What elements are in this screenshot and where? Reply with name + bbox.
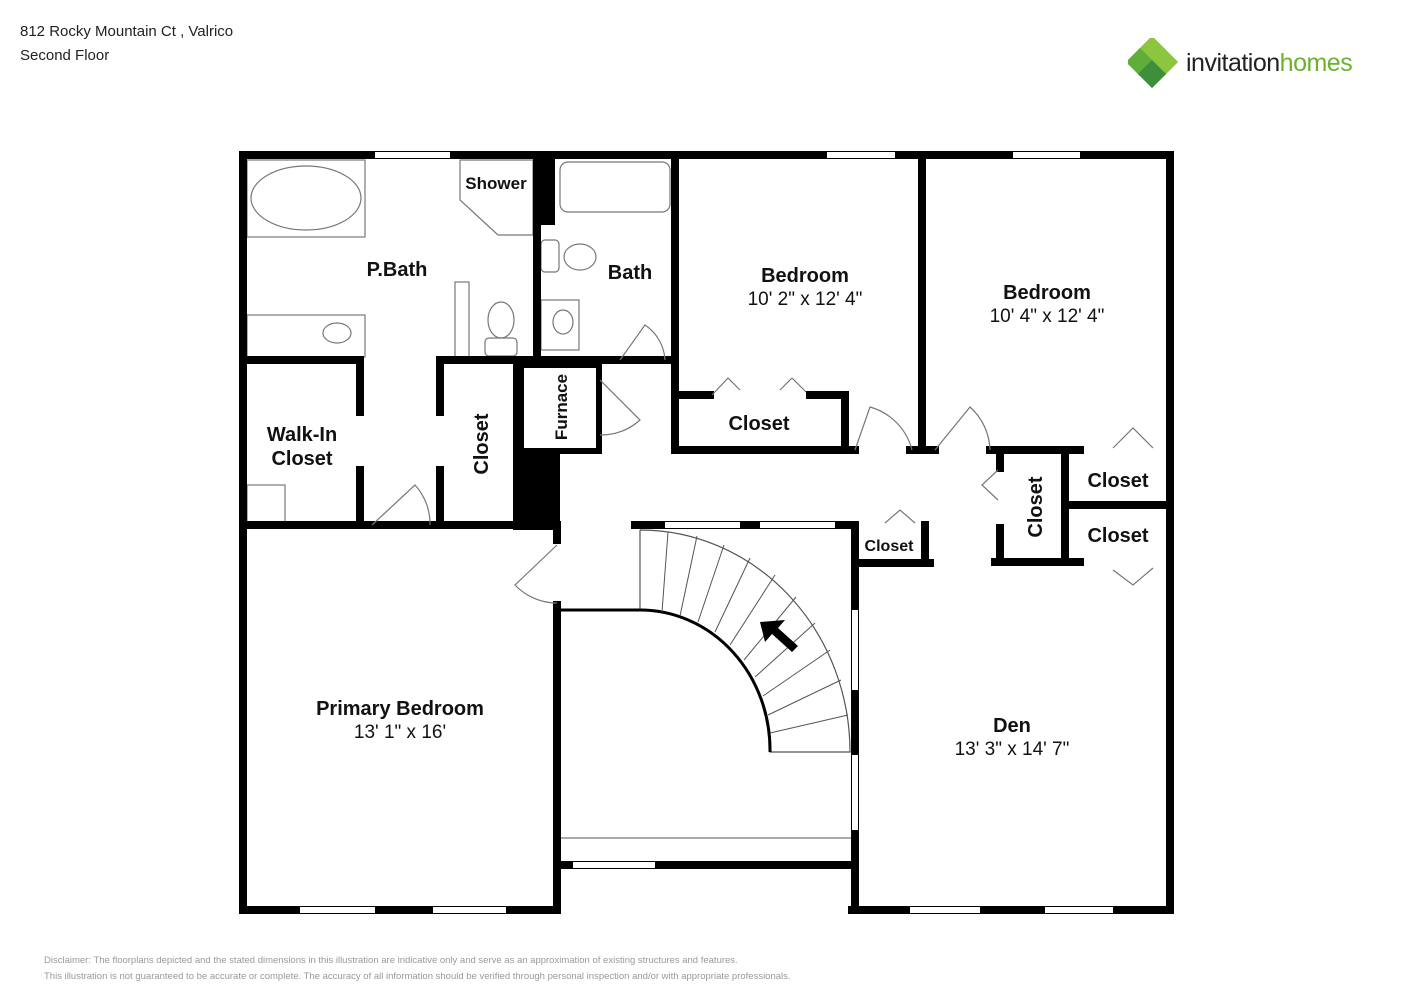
windows	[300, 152, 1113, 913]
room-label-bath: Bath	[608, 262, 652, 284]
room-label-primary: Primary Bedroom	[316, 698, 484, 720]
floor-label: Second Floor	[20, 47, 110, 64]
room-label-furnace: Furnace	[552, 374, 571, 440]
doors	[371, 324, 1154, 604]
logo-word-invitation: invitation	[1186, 48, 1280, 77]
address-text: 812 Rocky Mountain Ct , Valrico	[20, 23, 234, 40]
bathtub-icon	[250, 165, 362, 231]
room-label-walkin-2: Closet	[271, 448, 332, 470]
room-label-walkin-1: Walk-In	[267, 424, 337, 446]
sink-icon	[322, 322, 352, 344]
room-label-closet-hall: Closet	[1025, 476, 1047, 537]
room-dims-bedroom-1: 10' 2" x 12' 4"	[748, 289, 863, 310]
toilet-tank-icon	[484, 337, 518, 357]
room-label-closet-right-bottom: Closet	[1087, 525, 1148, 547]
disclaimer-line-2: This illustration is not guaranteed to b…	[44, 971, 791, 982]
room-label-bedroom-1: Bedroom	[761, 265, 849, 287]
room-dims-bedroom-2: 10' 4" x 12' 4"	[990, 306, 1105, 327]
partition-icon	[454, 281, 470, 358]
room-label-bedroom-2: Bedroom	[1003, 282, 1091, 304]
room-label-den: Den	[993, 715, 1031, 737]
staircase	[560, 529, 852, 839]
toilet-icon	[487, 301, 515, 339]
room-label-closet-right-top: Closet	[1087, 470, 1148, 492]
logo-word-homes: homes	[1279, 48, 1353, 77]
logo-mark-icon	[1128, 38, 1178, 88]
room-label-pbath: P.Bath	[367, 259, 428, 281]
vanity-icon	[246, 314, 366, 358]
room-dims-primary: 13' 1" x 16'	[354, 722, 446, 743]
shower-icon	[459, 159, 534, 236]
room-label-closet-small: Closet	[865, 538, 915, 555]
toilet-tank-icon	[540, 239, 560, 273]
shelf-icon	[246, 484, 286, 524]
room-label-closet-bed1: Closet	[728, 413, 789, 435]
tub-icon	[559, 161, 671, 213]
invitation-homes-logo: invitationhomes	[1128, 38, 1353, 88]
toilet-icon	[563, 243, 597, 271]
room-label-shower: Shower	[465, 174, 527, 193]
sink-icon	[552, 309, 574, 335]
room-label-closet-pbath: Closet	[471, 413, 493, 474]
room-dims-den: 13' 3" x 14' 7"	[955, 739, 1070, 760]
bathtub-outline	[246, 159, 366, 238]
stair-arrow-icon	[760, 620, 798, 652]
disclaimer-line-1: Disclaimer: The floorplans depicted and …	[44, 955, 738, 966]
